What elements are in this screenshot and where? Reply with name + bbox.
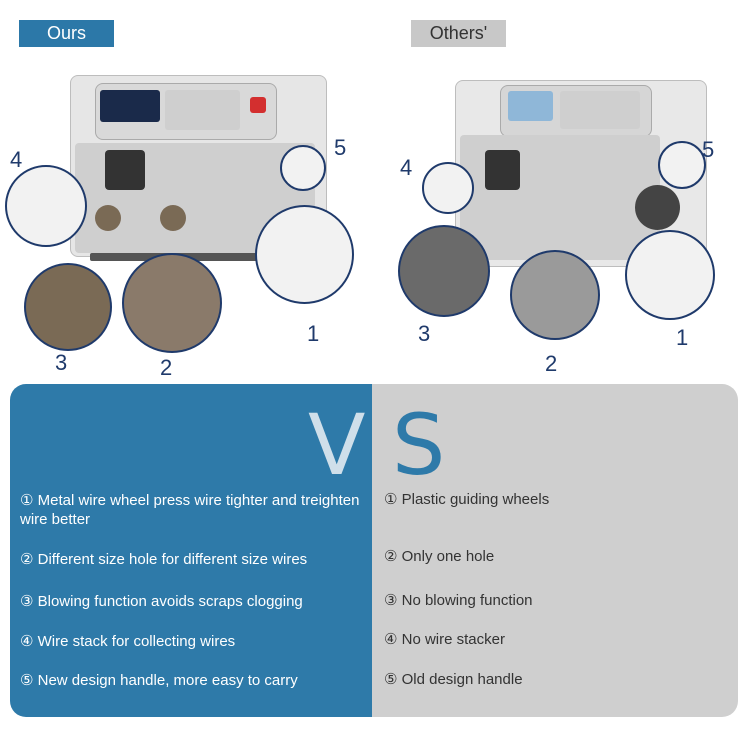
feet <box>90 253 310 261</box>
callout-number: 2 <box>545 351 558 376</box>
callout-circle-1 <box>255 205 354 304</box>
callout-number: 1 <box>676 325 689 350</box>
callout-circle-4 <box>5 165 87 247</box>
callout-circle-5 <box>658 141 706 189</box>
lcd-screen <box>508 91 553 121</box>
keypad <box>165 90 240 130</box>
callout-number: 3 <box>55 350 68 375</box>
others-comparison-panel <box>372 384 738 717</box>
callout-number: 4 <box>10 147 23 172</box>
others-feature-3: ③ No blowing function <box>384 592 533 609</box>
callout-circle-3 <box>398 225 490 317</box>
blade-housing <box>105 150 145 190</box>
others-feature-4: ④ No wire stacker <box>384 631 505 648</box>
ours-label: Ours <box>19 20 114 47</box>
callout-circle-4 <box>422 162 474 214</box>
others-feature-1: ① Plastic guiding wheels <box>384 491 550 508</box>
blade-housing <box>485 150 520 190</box>
vs-letter-s: S <box>392 396 446 494</box>
callout-number: 5 <box>702 137 715 162</box>
ours-product-photo: 4 5 1 3 2 <box>0 55 370 380</box>
callout-circle-1 <box>625 230 715 320</box>
callout-number: 2 <box>160 355 173 380</box>
ours-feature-1: ① Metal wire wheel press wire tighter an… <box>20 492 360 528</box>
power-button <box>250 97 266 113</box>
callout-circle-2 <box>510 250 600 340</box>
others-feature-5: ⑤ Old design handle <box>384 671 523 688</box>
callout-number: 1 <box>307 321 320 346</box>
callout-circle-3 <box>24 263 112 351</box>
others-feature-2: ② Only one hole <box>384 548 495 565</box>
ours-feature-3: ③ Blowing function avoids scraps cloggin… <box>20 593 303 610</box>
wheel-b <box>160 205 186 231</box>
wheel-a <box>95 205 121 231</box>
others-label: Others' <box>411 20 506 47</box>
callout-circle-5 <box>280 145 326 191</box>
callout-circle-2 <box>122 253 222 353</box>
keypad <box>560 91 640 129</box>
vs-letter-v: V <box>308 396 366 494</box>
lcd-screen <box>100 90 160 122</box>
callout-number: 3 <box>418 321 431 346</box>
callout-number: 5 <box>334 135 347 160</box>
others-product-photo: 4 5 1 3 2 <box>390 55 750 376</box>
ours-feature-2: ② Different size hole for different size… <box>20 551 308 568</box>
callout-number: 4 <box>400 155 413 180</box>
ours-feature-5: ⑤ New design handle, more easy to carry <box>20 672 298 689</box>
ours-comparison-panel <box>10 384 380 717</box>
ours-feature-4: ④ Wire stack for collecting wires <box>20 633 236 650</box>
fan-grill <box>635 185 680 230</box>
